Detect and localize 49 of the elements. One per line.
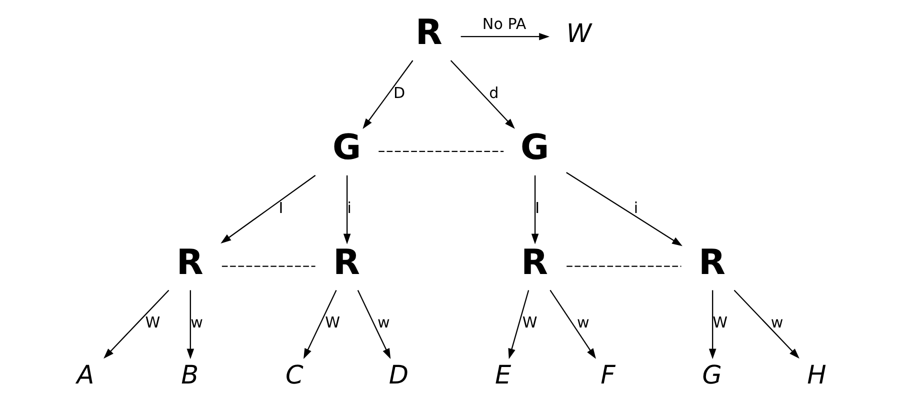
edge-label: W [712, 314, 728, 332]
node-text: G [702, 360, 722, 391]
node-text: F [600, 360, 616, 391]
arrow [708, 290, 716, 360]
node-text: R [176, 242, 204, 283]
edge-label: d [489, 84, 499, 102]
node-text: W [566, 18, 592, 49]
edge-label: w [190, 314, 203, 332]
arrow [343, 175, 351, 244]
node-text: G [332, 128, 362, 168]
arrow [531, 175, 539, 244]
arrow [304, 290, 337, 359]
node-text: A [76, 360, 94, 391]
edge-label: w [770, 314, 784, 332]
node-text: B [181, 360, 199, 391]
node-text: R [698, 242, 726, 283]
node-text: H [807, 360, 826, 391]
edge-label: W [522, 314, 538, 332]
arrow [186, 290, 194, 360]
node-text: E [495, 360, 512, 391]
edge-label: w [377, 314, 390, 332]
edge-label: W [325, 314, 340, 332]
node-text: R [333, 242, 360, 283]
arrow [734, 290, 800, 359]
arrow [508, 290, 530, 360]
edge-label: I [535, 198, 540, 217]
node-text: D [388, 360, 408, 391]
connector [222, 266, 316, 267]
edge-label: i [347, 198, 352, 217]
connector [378, 150, 504, 152]
arrow [450, 60, 515, 129]
arrow [362, 60, 414, 129]
edge-label: D [393, 84, 406, 102]
arrow [220, 174, 316, 244]
node-text: C [286, 360, 304, 391]
edge-label: w [577, 314, 590, 332]
arrow [566, 172, 682, 246]
arrow [460, 32, 550, 40]
edge-label: i [634, 198, 638, 217]
arrow [550, 290, 596, 359]
arrow [104, 290, 170, 359]
connector [566, 266, 682, 267]
edge-label: W [145, 314, 160, 332]
node-text: G [520, 128, 550, 168]
node-text: R [416, 13, 442, 54]
node-text: R [521, 242, 548, 283]
edge-label: I [278, 198, 284, 217]
arrow [357, 290, 391, 359]
edge-label: No PA [482, 14, 526, 33]
